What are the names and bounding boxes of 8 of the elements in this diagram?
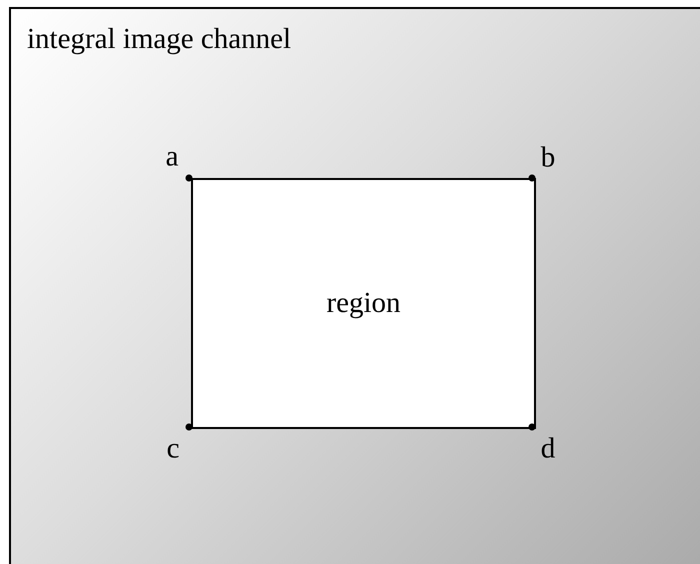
region-rectangle bbox=[191, 178, 536, 429]
panel-heading: integral image channel bbox=[27, 23, 292, 56]
region-label: region bbox=[326, 287, 401, 320]
corner-label: b bbox=[540, 144, 556, 172]
corner-label: c bbox=[166, 434, 180, 464]
corner-label: d bbox=[540, 434, 556, 464]
corner-label: a bbox=[166, 142, 178, 172]
panel-background bbox=[9, 7, 700, 564]
